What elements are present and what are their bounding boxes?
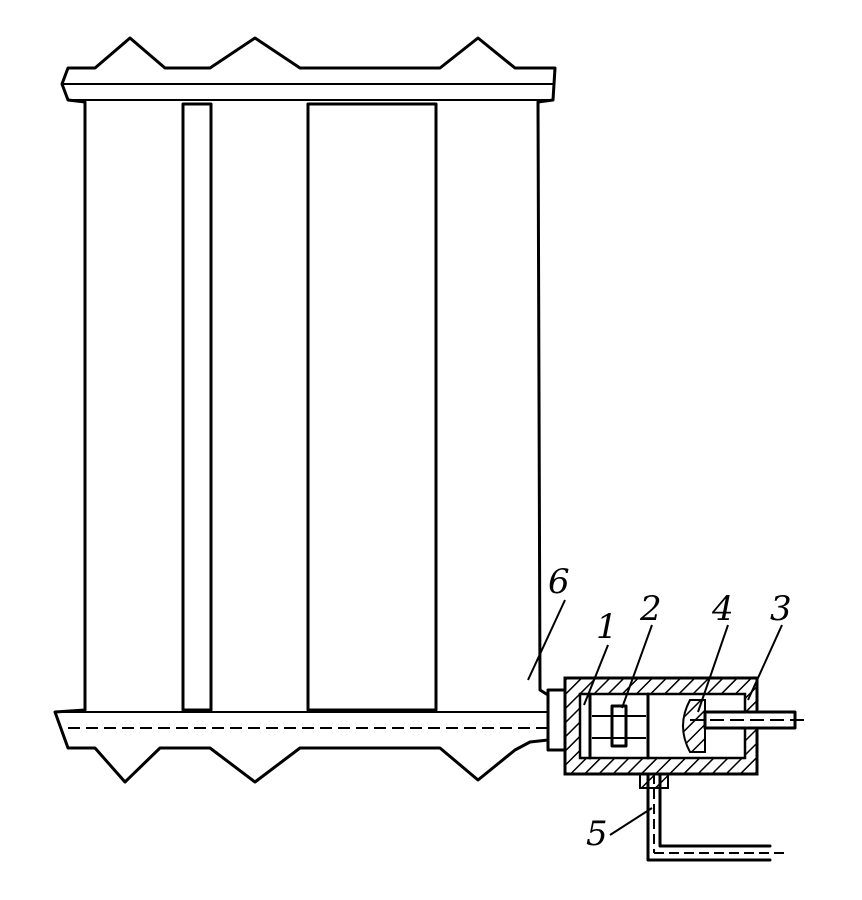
radiator bbox=[53, 36, 557, 784]
leader-1 bbox=[583, 644, 609, 706]
narrow-section-gap bbox=[181, 102, 213, 712]
label-3: 3 bbox=[770, 589, 792, 629]
leader-4 bbox=[697, 624, 729, 713]
element-2 bbox=[610, 704, 628, 748]
outlet-pipe-outer bbox=[646, 772, 772, 862]
leader-6 bbox=[527, 599, 566, 681]
leader-5 bbox=[609, 807, 653, 836]
label-4: 4 bbox=[711, 589, 734, 629]
leader-3 bbox=[747, 624, 783, 701]
wide-section-gap bbox=[306, 102, 438, 712]
radiator-body bbox=[53, 36, 557, 784]
element-4-seat bbox=[682, 699, 706, 753]
label-1: 1 bbox=[596, 607, 618, 647]
outlet-pipe-inner bbox=[658, 772, 772, 848]
leader-lines bbox=[527, 599, 783, 836]
label-2: 2 bbox=[639, 589, 662, 629]
label-5: 5 bbox=[586, 814, 608, 854]
label-6: 6 bbox=[548, 562, 570, 602]
leader-2 bbox=[621, 624, 653, 709]
valve-assembly bbox=[546, 676, 810, 862]
valve-flange bbox=[546, 688, 567, 752]
